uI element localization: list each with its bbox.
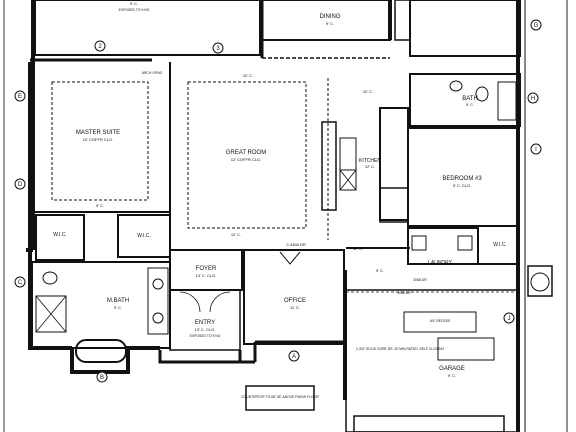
anno-c12b: 12' C. — [363, 89, 373, 94]
label-office-dim: 11' C. — [290, 305, 300, 310]
bath-sink — [449, 80, 463, 92]
anno-opening-garage: 3068 DR — [397, 291, 411, 295]
pantry — [379, 187, 409, 223]
kitchen-counter — [379, 107, 409, 221]
label-entry-dim: 13' C. CLG. — [195, 327, 216, 332]
label-bedroom3: BEDROOM #3 — [442, 176, 482, 182]
anno-opening-laundry: 3068 DR — [413, 278, 427, 282]
label-foyer: FOYER — [196, 266, 217, 272]
label-bath-dim: 9' C. — [466, 102, 474, 107]
marker-c: C — [18, 280, 23, 286]
top-room-box — [34, 0, 261, 56]
anno-c12c: 12' C. — [231, 232, 241, 237]
room-labels: 9' C. EXPOSED TO 9 NO DINING 9' C. MASTE… — [53, 1, 507, 378]
anno-opening-office: 2-3468 DR — [286, 242, 305, 247]
bedroom3-box — [407, 127, 519, 227]
top-right-room — [409, 0, 521, 57]
label-garage: GARAGE — [439, 366, 465, 372]
shower — [35, 295, 67, 333]
label-garage-dim: 9' C. — [448, 373, 456, 378]
label-laundry: LAUNDRY — [428, 260, 452, 266]
label-kitchen-dim: 12' C. — [365, 164, 375, 169]
label-bedroom3-dim: 9' C. CLG. — [453, 183, 472, 188]
label-dining-dim: 9' C. — [326, 21, 334, 26]
marker-d: D — [18, 182, 23, 188]
marker-e: E — [18, 94, 22, 100]
marker-j: J — [508, 316, 511, 322]
label-master-suite-dim: 10' COFFR CLG. — [83, 137, 114, 142]
label-great-room-dim: 12' COFFR CLG. — [231, 157, 262, 162]
bath-tub-right — [497, 81, 517, 121]
label-wic-left: W.I.C. — [53, 232, 67, 238]
counter-note-box — [245, 385, 315, 411]
office-box — [243, 249, 345, 345]
label-top-room-dim: 9' C. — [130, 1, 138, 6]
kitchen-sink — [339, 169, 357, 191]
label-kitchen: KITCHEN — [359, 158, 381, 164]
mbath-box — [31, 261, 171, 349]
wic-left-box — [35, 214, 85, 261]
anno-counter-note: COUNTERTOP TO BE 36" ABOVE FINISH FLOOR — [241, 395, 319, 399]
vanity-mbath — [147, 267, 169, 335]
label-entry-note: EXPOSED TO 9 NO — [190, 334, 221, 338]
label-wic-right: W.I.C. — [493, 242, 507, 248]
label-bath: BATH — [462, 96, 478, 102]
kitchen-island — [321, 121, 337, 211]
label-dining: DINING — [320, 14, 341, 20]
marker-a: A — [292, 354, 296, 360]
laundry-box — [407, 227, 479, 265]
anno-c9a: 9' C. — [96, 203, 104, 208]
anno-c12d: 12' C. — [353, 246, 363, 251]
anno-opening-top: ARCH OPNG — [142, 71, 163, 75]
bottom-room — [353, 415, 505, 432]
marker-g: G — [534, 23, 539, 29]
garage-box — [345, 289, 519, 432]
laundry-dryer — [457, 235, 473, 251]
label-great-room: GREAT ROOM — [226, 150, 266, 156]
ac-unit — [527, 265, 553, 297]
anno-stair-note: A/C RECESS — [430, 319, 451, 323]
kitchen-cooktop — [339, 137, 357, 171]
dining-box — [261, 0, 391, 41]
laundry-washer — [411, 235, 427, 251]
marker-2: 2 — [98, 44, 102, 50]
entry-box — [169, 289, 241, 351]
label-foyer-dim: 13' C. CLG. — [196, 273, 217, 278]
office-doors — [279, 251, 301, 265]
bath-box — [409, 73, 521, 127]
label-office: OFFICE — [284, 298, 306, 304]
garage-note-box-2 — [437, 337, 495, 361]
marker-3: 3 — [216, 46, 220, 52]
sink-mbath-1 — [152, 278, 164, 290]
anno-c12a: 12' C. — [243, 73, 253, 78]
label-wic-mid: W.I.C. — [137, 233, 151, 239]
bathtub — [75, 339, 127, 363]
annotations: 12' C. 12' C. 12' C. 9' C. 9' C. 12' C. … — [96, 71, 451, 399]
marker-i: I — [535, 147, 537, 153]
entry-door-swing-left — [179, 291, 201, 313]
top-right-strip — [394, 0, 411, 41]
sink-mbath-2 — [152, 312, 164, 324]
wic-mid-box — [117, 214, 171, 258]
label-mbath: M.BATH — [107, 298, 129, 304]
anno-c9b: 9' C. — [376, 268, 384, 273]
entry-door-swing-right — [209, 291, 231, 313]
label-mbath-dim: 9' C. — [114, 305, 122, 310]
kitchen-sink-x2 — [339, 169, 357, 191]
anno-fire-door: 1-3/4" SOLID CORE DR, 20 MIN RATED, SELF… — [356, 347, 445, 351]
ac-fan — [530, 272, 550, 292]
marker-b: B — [100, 375, 104, 381]
label-master-suite: MASTER SUITE — [76, 130, 120, 136]
great-room-coffer — [187, 81, 307, 229]
marker-h: H — [531, 96, 535, 102]
label-top-room-note: EXPOSED TO 9 NO — [119, 8, 150, 12]
grid-markers: 2 3 E D C B A G H I J — [14, 19, 542, 383]
bath-toilet — [475, 86, 489, 102]
garage-note-box — [403, 311, 477, 333]
master-suite-coffer — [51, 81, 149, 201]
label-entry: ENTRY — [195, 320, 215, 326]
toilet-mbath — [42, 271, 58, 285]
shower-x2 — [35, 295, 67, 333]
